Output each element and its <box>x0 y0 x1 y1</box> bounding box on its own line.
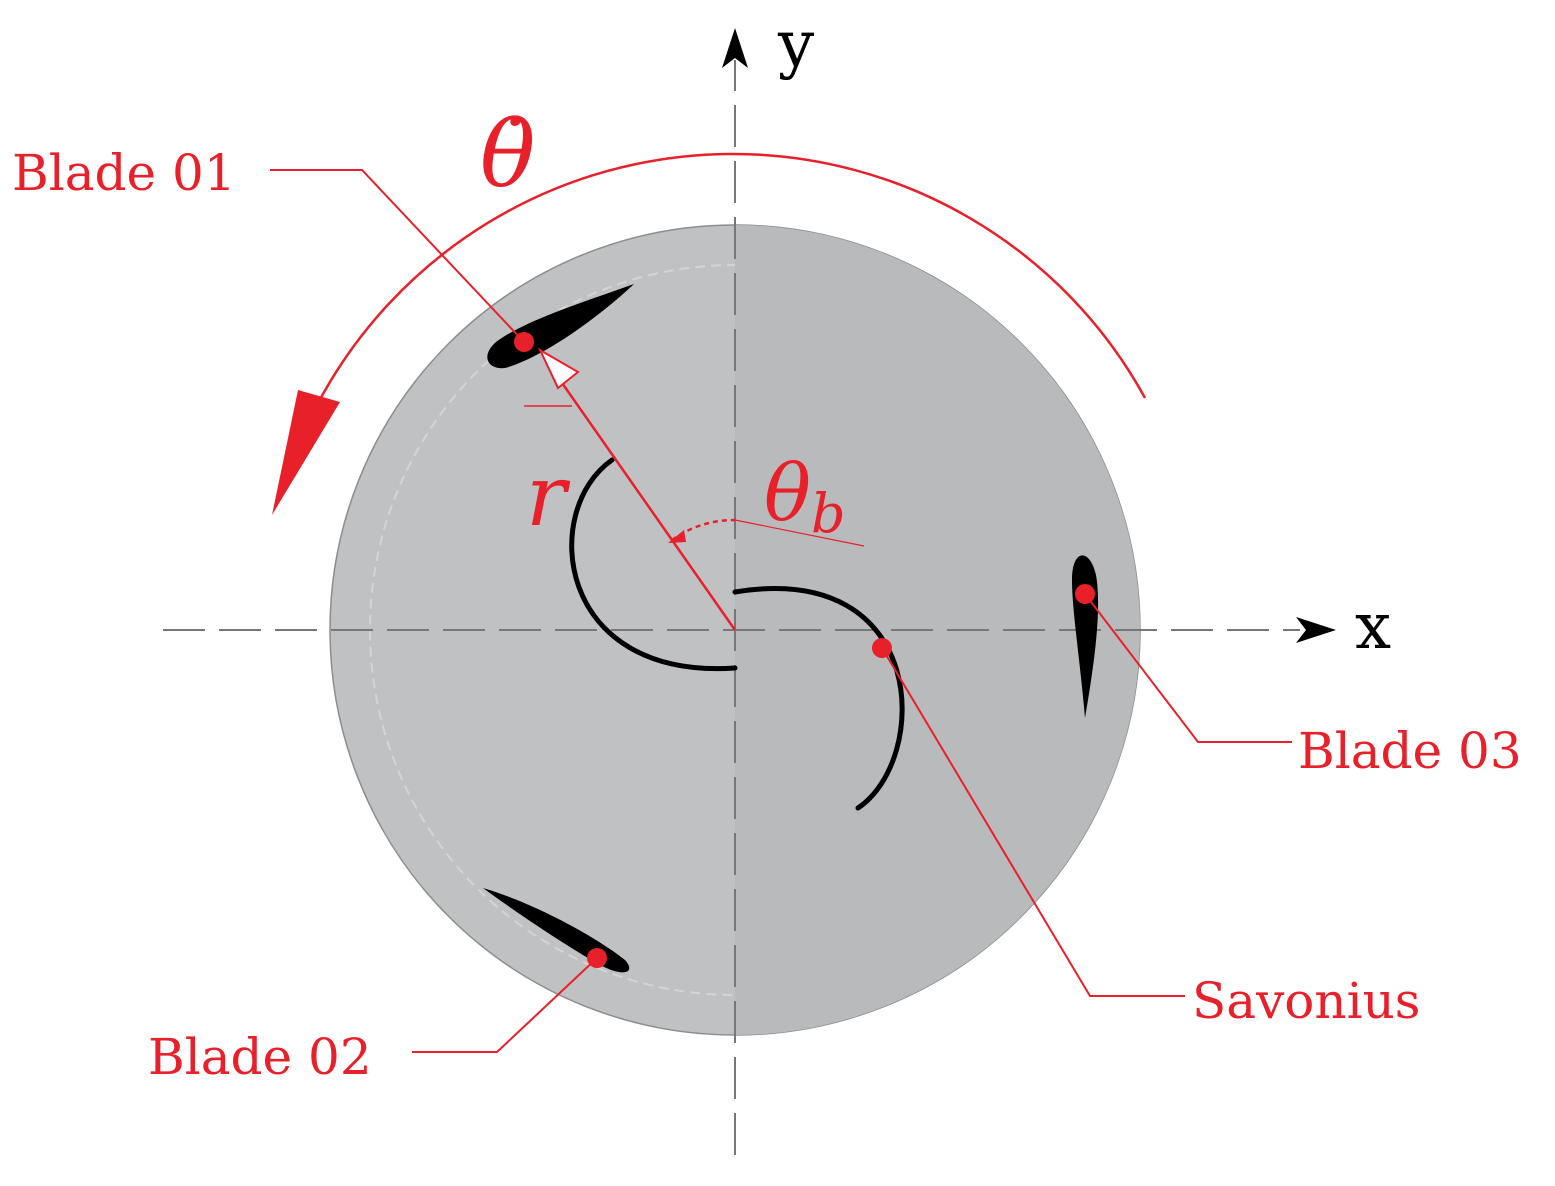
blade-01-dot <box>514 332 534 352</box>
savonius-leader <box>881 647 1185 997</box>
angular-velocity-symbol: θ̇ <box>480 101 535 208</box>
radius-symbol: r <box>526 447 571 545</box>
radius-line <box>551 369 737 631</box>
radius-arrowhead <box>537 347 580 390</box>
x-axis-arrowhead <box>1296 617 1336 643</box>
blade-01-label: Blade 01 <box>12 144 236 202</box>
rotation-indicator: θ̇ <box>272 101 1147 515</box>
blade-angle-subscript: b <box>811 482 846 545</box>
axes: x y <box>163 8 1391 1155</box>
angle-arrowhead <box>668 530 686 543</box>
blade-angle-base: θ <box>764 449 811 539</box>
angle-ref-line <box>734 519 865 547</box>
y-axis-arrowhead <box>722 28 748 68</box>
blade-01-leader <box>270 169 525 343</box>
y-axis-label: y <box>777 8 814 82</box>
x-axis-label: x <box>1355 590 1391 664</box>
blade-03-leader <box>1084 593 1292 743</box>
blade-03-label: Blade 03 <box>1298 722 1522 780</box>
blade-angle-symbol: θb <box>764 449 846 545</box>
blade-02-label: Blade 02 <box>148 1028 372 1086</box>
savonius-dot <box>872 638 892 658</box>
blade-02-dot <box>587 948 607 968</box>
blade-02-leader <box>412 957 598 1053</box>
rotation-arc <box>315 152 1147 406</box>
savonius-bucket-right <box>732 586 905 811</box>
callout-labels: Blade 01 Blade 02 Blade 03 Savonius <box>12 144 1522 1086</box>
rotation-arrowhead <box>272 390 340 515</box>
savonius-label: Savonius <box>1192 972 1420 1030</box>
radius-and-angle: r θb <box>524 347 865 631</box>
callout-dots <box>514 332 1095 968</box>
savonius-rotor <box>569 457 905 811</box>
savonius-bucket-left <box>569 457 738 672</box>
blade-03-dot <box>1075 584 1095 604</box>
callouts <box>270 169 1292 1053</box>
